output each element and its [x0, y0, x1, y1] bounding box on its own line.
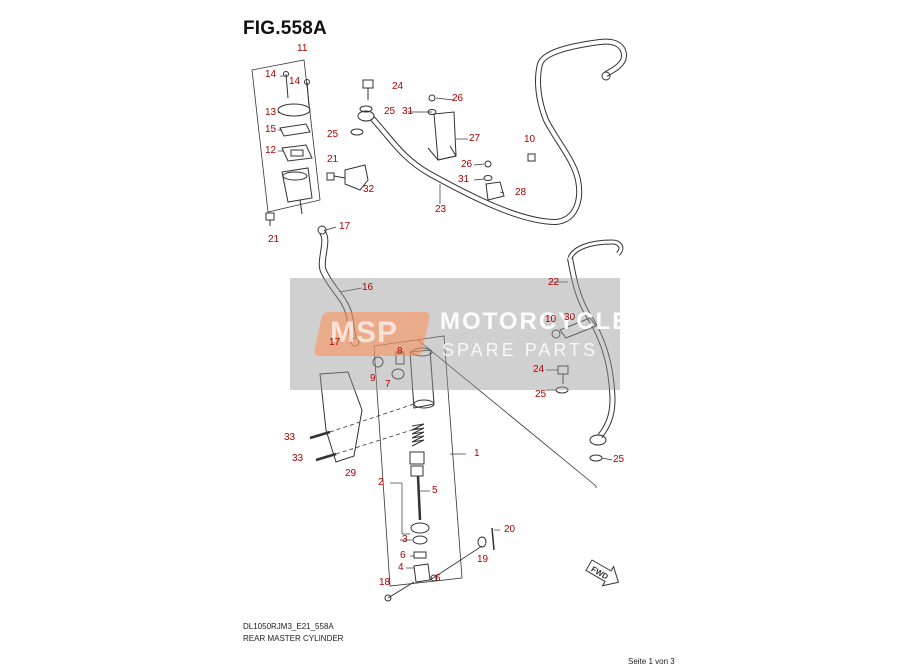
union-bolt-24a: [362, 79, 374, 89]
washer-25d: [589, 454, 603, 462]
callout-13[interactable]: 13: [265, 107, 277, 118]
screw-14a: [285, 73, 289, 99]
push-rod-5: [416, 475, 422, 521]
fwd-arrow-icon: FWD: [585, 559, 620, 587]
model-code: DL1050RJM3_E21_558A: [243, 622, 334, 631]
callout-32[interactable]: 32: [363, 184, 375, 195]
callout-10b[interactable]: 10: [545, 314, 557, 325]
hose-guard-27: [433, 111, 457, 161]
callout-14b[interactable]: 14: [289, 76, 301, 87]
connector-9: [372, 356, 384, 368]
washer-31b: [483, 175, 493, 181]
callout-11[interactable]: 11: [297, 43, 308, 54]
callout-12[interactable]: 12: [265, 145, 277, 156]
callout-18[interactable]: 18: [379, 577, 391, 588]
watermark-line1: MOTORCYCLE: [440, 308, 631, 335]
plate-15: [279, 123, 311, 137]
heel-guard-29: [319, 371, 363, 463]
callout-30[interactable]: 30: [564, 312, 576, 323]
callout-16[interactable]: 16: [362, 282, 374, 293]
brake-hose-23: [369, 38, 628, 226]
clamp-30: [559, 317, 597, 339]
bolt-21a: [265, 212, 275, 221]
boot-3: [410, 522, 430, 534]
reservoir-body: [281, 167, 313, 203]
spring: [411, 423, 425, 447]
clevis-4: [413, 563, 431, 583]
callout-24a[interactable]: 24: [392, 81, 404, 92]
callout-25a[interactable]: 25: [384, 106, 396, 117]
callout-3[interactable]: 3: [402, 534, 408, 545]
callout-31b[interactable]: 31: [458, 174, 470, 185]
page-info: Seite 1 von 3: [628, 657, 675, 666]
nut-6a: [413, 551, 427, 559]
watermark-line2: SPARE PARTS: [442, 340, 599, 360]
screw-26b: [484, 160, 492, 168]
figure-title: FIG.558A: [243, 18, 327, 39]
callout-25b[interactable]: 25: [327, 129, 339, 140]
callout-26b[interactable]: 26: [461, 159, 473, 170]
callout-9[interactable]: 9: [370, 373, 376, 384]
figure-caption: REAR MASTER CYLINDER: [243, 634, 344, 643]
callout-7[interactable]: 7: [385, 379, 391, 390]
pin-18: [387, 581, 415, 599]
bolt-21b: [326, 172, 335, 181]
washer-25a: [359, 105, 373, 113]
diaphragm-12: [281, 144, 313, 162]
bolt-10a: [527, 153, 536, 162]
callout-10a[interactable]: 10: [524, 134, 536, 145]
screw-14b: [306, 81, 310, 107]
callout-29[interactable]: 29: [345, 468, 357, 479]
callout-2[interactable]: 2: [378, 477, 384, 488]
callout-4[interactable]: 4: [398, 562, 404, 573]
hose-clamp-28: [485, 181, 505, 201]
washer-25b: [350, 128, 364, 136]
callout-8[interactable]: 8: [397, 346, 403, 357]
callout-21b[interactable]: 21: [327, 154, 339, 165]
callout-26a[interactable]: 26: [452, 93, 464, 104]
callout-17a[interactable]: 17: [339, 221, 351, 232]
callout-5[interactable]: 5: [432, 485, 438, 496]
callout-31a[interactable]: 31: [402, 106, 414, 117]
callout-21a[interactable]: 21: [268, 234, 280, 245]
callout-19[interactable]: 19: [477, 554, 489, 565]
o-ring-7: [391, 368, 405, 380]
callout-6b[interactable]: 6: [435, 573, 441, 584]
callout-15[interactable]: 15: [265, 124, 277, 135]
callout-25d[interactable]: 25: [613, 454, 625, 465]
callout-17b[interactable]: 17: [329, 337, 341, 348]
callout-1[interactable]: 1: [474, 448, 480, 459]
screw-26a: [428, 94, 436, 102]
callout-28[interactable]: 28: [515, 187, 527, 198]
reservoir-cap-13: [277, 103, 311, 117]
nut-6b: [430, 574, 438, 582]
pin-20: [491, 527, 495, 551]
callout-24b[interactable]: 24: [533, 364, 545, 375]
callout-14a[interactable]: 14: [265, 69, 277, 80]
bracket-32: [344, 164, 369, 191]
callout-25c[interactable]: 25: [535, 389, 547, 400]
callout-33a[interactable]: 33: [284, 432, 296, 443]
callout-20[interactable]: 20: [504, 524, 516, 535]
callout-27[interactable]: 27: [469, 133, 481, 144]
callout-22[interactable]: 22: [548, 277, 560, 288]
bolt-33a: [309, 430, 331, 440]
callout-6a[interactable]: 6: [400, 550, 406, 561]
callout-23[interactable]: 23: [435, 204, 447, 215]
bolt-10b: [551, 329, 561, 339]
bolt-33b: [315, 452, 337, 462]
cotter-19: [477, 536, 487, 548]
watermark-logo-text: MSP: [330, 316, 399, 349]
callout-33b[interactable]: 33: [292, 453, 304, 464]
reservoir-group-frame: [251, 59, 321, 213]
